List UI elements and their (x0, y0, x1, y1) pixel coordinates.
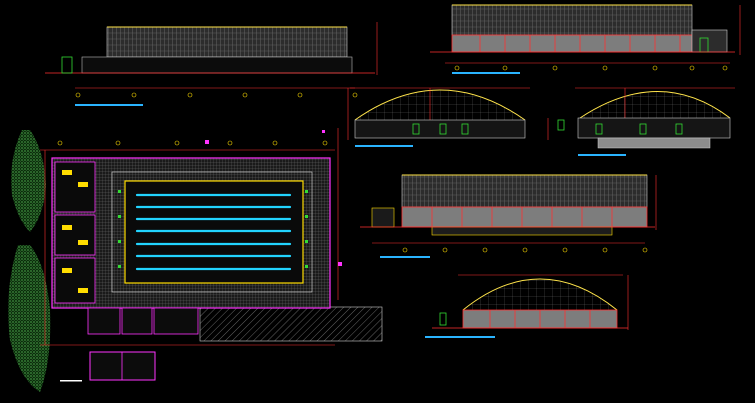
red-column-lines (431, 207, 613, 227)
vault-section-3 (425, 274, 629, 338)
green-openings (557, 119, 683, 135)
wet-area-marks (62, 170, 88, 293)
floor-plan (8, 128, 383, 392)
elevation-upper-facade (401, 174, 648, 208)
axis-markers (75, 92, 358, 98)
vault-arch-fill (580, 91, 730, 118)
vault-arch (462, 278, 618, 311)
elevation-upper-facade (451, 4, 693, 36)
view-title-bar (578, 154, 626, 156)
view-title-bar (452, 72, 520, 74)
vault-section-2 (547, 87, 735, 156)
elevation-lower-wall (401, 206, 648, 228)
tree-mass-lower (8, 245, 51, 392)
vault-arch (354, 89, 526, 121)
service-rooms-left (54, 161, 96, 304)
top-left-elevation (45, 22, 378, 106)
middle-right-elevation (360, 174, 657, 258)
vault-lower-deck (597, 137, 711, 149)
elevation-base (81, 56, 353, 74)
view-title-bar (380, 256, 430, 258)
plan-title-bar (60, 380, 82, 382)
plan-axis-markers (57, 140, 328, 146)
green-openings (412, 123, 469, 135)
green-opening (439, 312, 447, 326)
top-right-elevation (430, 4, 741, 74)
entrance-block (371, 207, 395, 228)
vault-section-1 (347, 87, 530, 147)
detached-room (89, 351, 156, 381)
entrance-plinth (431, 226, 613, 236)
tree-mass-upper (11, 130, 46, 232)
paving-hatch (199, 306, 383, 342)
axis-markers (454, 65, 728, 71)
section-cut-markers (205, 130, 342, 266)
elevation-lower-wall (451, 34, 693, 53)
pool-deck-markers (118, 190, 308, 268)
vault-arch (579, 91, 731, 119)
service-rooms-bottom (87, 307, 199, 335)
view-title-bar (425, 336, 495, 338)
red-column-lines (479, 35, 681, 52)
vault-base-wall (577, 117, 731, 139)
elevation-green-element (61, 56, 73, 74)
annex-block (691, 29, 728, 53)
view-title-bar (75, 104, 143, 106)
red-column-lines (489, 310, 591, 328)
elevation-facade (106, 26, 348, 58)
view-title-bar (355, 145, 413, 147)
pool-lane-lines (135, 193, 292, 271)
axis-markers (402, 247, 648, 253)
